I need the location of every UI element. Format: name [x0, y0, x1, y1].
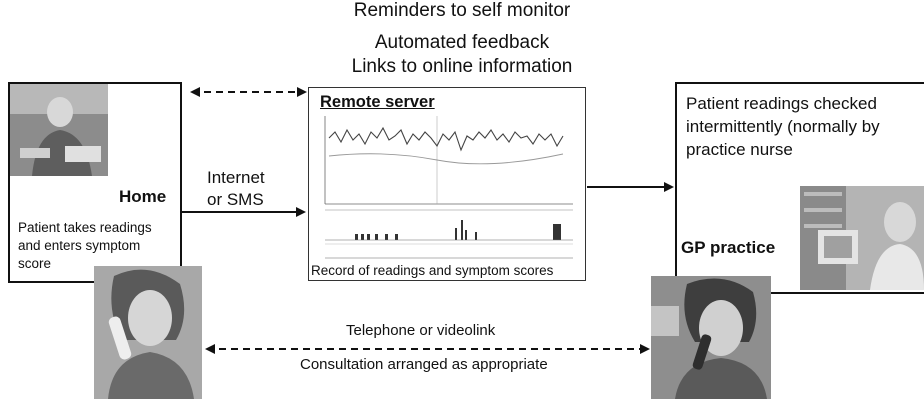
- home-desc-line1: Patient takes readings: [18, 220, 152, 235]
- home-desc-line2: and enters symptom: [18, 238, 141, 253]
- home-title: Home: [119, 187, 167, 206]
- gp-practice-title: GP practice: [681, 238, 776, 257]
- gp-checked-line3: practice nurse: [686, 140, 793, 159]
- bottom-telephone-label: Telephone or videolink: [346, 322, 496, 339]
- gp-photo-nurse-computer: [800, 186, 924, 290]
- note-links: Links to online information: [351, 56, 573, 77]
- bottom-consultation-label: Consultation arranged as appropriate: [300, 356, 548, 373]
- home-photo-man-measuring: [10, 84, 108, 176]
- remote-server-title: Remote server: [320, 93, 435, 111]
- internet-label-line2: or SMS: [207, 190, 264, 209]
- internet-label-line1: Internet: [207, 168, 265, 187]
- server-readings-chart: [315, 110, 579, 262]
- gp-photo-woman-telephone: [651, 276, 771, 399]
- server-caption: Record of readings and symptom scores: [311, 263, 554, 278]
- gp-checked-line1: Patient readings checked: [686, 94, 877, 113]
- note-reminders: Reminders to self monitor: [353, 0, 571, 21]
- gp-checked-line2: intermittently (normally by: [686, 117, 880, 136]
- note-feedback: Automated feedback: [374, 32, 550, 53]
- home-desc-line3: score: [18, 256, 52, 271]
- home-photo-woman-telephone: [94, 266, 202, 399]
